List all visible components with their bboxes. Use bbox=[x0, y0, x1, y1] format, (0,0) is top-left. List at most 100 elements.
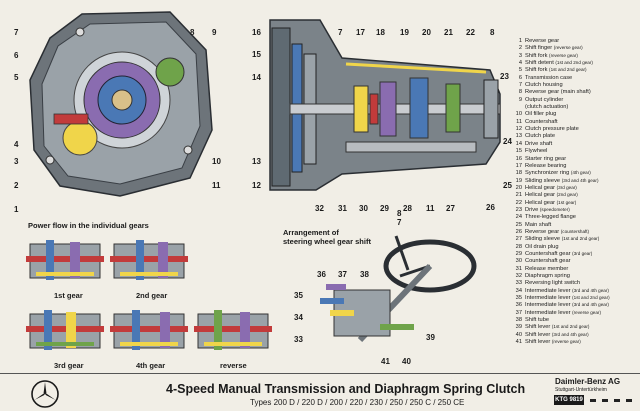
shift-rail bbox=[345, 62, 487, 74]
caption-4th-gear: 4th gear bbox=[136, 361, 166, 370]
legend-text: Intermediate lever bbox=[525, 287, 571, 294]
legend-number: 14 bbox=[515, 140, 522, 147]
legend-number: 37 bbox=[515, 309, 522, 316]
callout-shift-37: 37 bbox=[338, 270, 347, 279]
callout-front-2: 2 bbox=[14, 181, 19, 190]
steering-shift-illustration bbox=[320, 235, 477, 343]
legend-number: 5 bbox=[518, 67, 522, 74]
footer-types: Types 200 D / 220 D / 200 / 220 / 230 / … bbox=[250, 398, 465, 407]
bolt-hole-3 bbox=[45, 155, 55, 165]
gear-block bbox=[46, 240, 54, 280]
callout-front-7: 7 bbox=[14, 28, 19, 37]
power-flow-title: Power flow in the individual gears bbox=[28, 221, 149, 230]
legend-text: Shift fork bbox=[525, 67, 548, 74]
callout-front-9: 9 bbox=[212, 28, 217, 37]
legend-text: Synchronizer ring bbox=[525, 170, 570, 177]
callout-sec-28: 28 bbox=[403, 204, 412, 213]
main-shaft bbox=[26, 326, 104, 332]
legend-number: 12 bbox=[515, 126, 522, 133]
catalog-code: KTG 9819 bbox=[554, 395, 584, 405]
sliding-sleeve-shape bbox=[369, 93, 379, 125]
legend-number: 36 bbox=[515, 302, 522, 309]
shift-lever-green bbox=[380, 324, 414, 330]
callout-sec-21: 21 bbox=[444, 28, 453, 37]
gear-3rd bbox=[353, 85, 369, 133]
gear-block bbox=[44, 310, 52, 350]
legend-number: 25 bbox=[515, 221, 522, 228]
callout-sec-8: 8 bbox=[490, 28, 495, 37]
gear-block bbox=[66, 312, 76, 348]
hub-shape bbox=[111, 89, 133, 111]
legend-subtext: (3rd gear) bbox=[572, 250, 593, 256]
callout-sec-31: 31 bbox=[338, 204, 347, 213]
shift-lever-shape bbox=[394, 235, 410, 271]
legend-subtext: (3rd and 4th gear) bbox=[572, 302, 609, 308]
legend-text: Shift lever bbox=[525, 324, 551, 331]
legend-number: 26 bbox=[515, 228, 522, 235]
legend-number: 3 bbox=[518, 52, 522, 59]
caption-3rd-gear: 3rd gear bbox=[54, 361, 84, 370]
legend-text: Helical gear bbox=[525, 184, 556, 191]
legend-subtext: (3rd and 4th gear) bbox=[551, 331, 589, 337]
callout-sec-30: 30 bbox=[359, 204, 368, 213]
callout-sec-13: 13 bbox=[252, 157, 261, 166]
small-gear-shape bbox=[62, 120, 98, 156]
callout-sec-14: 14 bbox=[252, 73, 261, 82]
gear-diagram-3rd bbox=[26, 310, 104, 350]
legend-subtext: (4th gear) bbox=[570, 170, 591, 176]
legend-text: Clutch pressure plate bbox=[525, 126, 579, 133]
callout-front-3: 3 bbox=[14, 157, 19, 166]
callout-shift-38: 38 bbox=[360, 270, 369, 279]
legend-number: 41 bbox=[515, 339, 522, 346]
callout-shift-39: 39 bbox=[426, 333, 435, 342]
countershaft bbox=[120, 342, 178, 346]
legend-number: 34 bbox=[515, 287, 522, 294]
legend-subtext: (1st and 2nd gear) bbox=[561, 236, 600, 242]
shift-title-line1: Arrangement of bbox=[283, 228, 339, 237]
intermediate-lever-yellow bbox=[330, 310, 354, 316]
maker-location: Stuttgart-Untertürkheim bbox=[555, 387, 607, 393]
legend-text: Shift finger bbox=[525, 45, 553, 52]
legend-text: Drive shaft bbox=[525, 140, 553, 147]
callout-sec-22: 22 bbox=[466, 28, 475, 37]
gear-block bbox=[136, 240, 144, 280]
legend-text: Countershaft bbox=[525, 118, 558, 125]
output-flange-shape bbox=[483, 79, 499, 139]
legend-number: 21 bbox=[515, 192, 522, 199]
mercedes-star-icon bbox=[31, 380, 59, 408]
callout-sec-27: 27 bbox=[446, 204, 455, 213]
callout-shift-33: 33 bbox=[294, 335, 303, 344]
main-shaft bbox=[110, 256, 188, 262]
legend-text: Shift lever bbox=[525, 331, 551, 338]
callout-sec-7: 7 bbox=[338, 28, 343, 37]
legend-subtext: (3rd and 4th gear) bbox=[572, 287, 609, 293]
legend-number: 7 bbox=[518, 82, 522, 89]
legend-number: 39 bbox=[515, 324, 522, 331]
callout-shift-35: 35 bbox=[294, 291, 303, 300]
callout-sec-20: 20 bbox=[422, 28, 431, 37]
legend-text: Sliding sleeve bbox=[525, 236, 561, 243]
legend-text: Three-legged flange bbox=[525, 214, 576, 221]
callout-front-8: 8 bbox=[190, 28, 195, 37]
legend-subtext: (reverse gear) bbox=[572, 309, 601, 315]
legend-subtext: (3rd and 4th gear) bbox=[561, 177, 599, 183]
main-shaft bbox=[194, 326, 272, 332]
legend-number: 30 bbox=[515, 258, 522, 265]
legend-text: Release bearing bbox=[525, 162, 567, 169]
gear-diagram-reverse bbox=[194, 310, 272, 350]
legend-text: Output cylinder bbox=[525, 96, 564, 103]
legend-subtext: (2nd gear) bbox=[556, 192, 578, 198]
legend-number: 1 bbox=[518, 38, 522, 44]
